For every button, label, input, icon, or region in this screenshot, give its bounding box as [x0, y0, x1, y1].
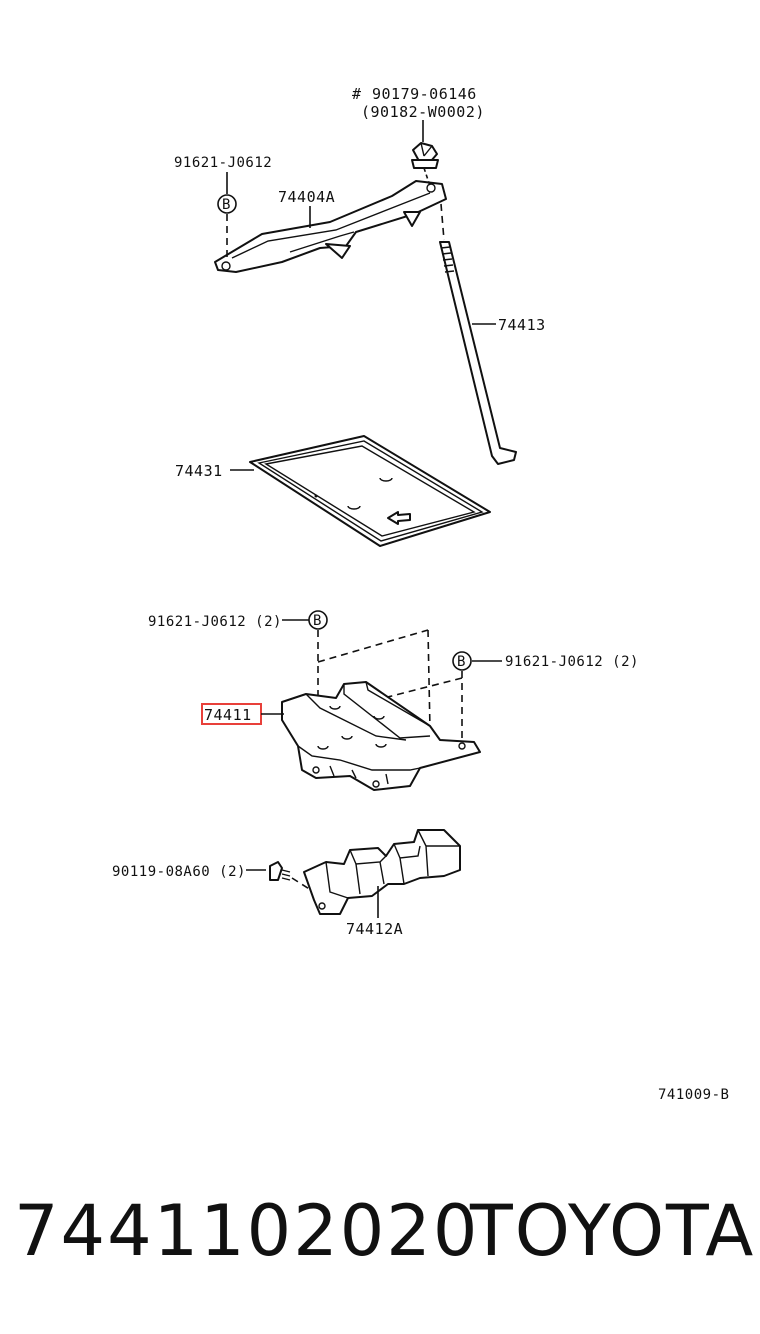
tray-label: 74431	[175, 462, 223, 480]
clamp-label: 74404A	[278, 188, 335, 206]
carrier-clip-left-label: 91621-J0612 (2)	[148, 614, 282, 630]
nut-alt-part-number: (90182-W0002)	[361, 103, 485, 121]
clip-top-label: 91621-J0612	[174, 155, 272, 171]
clip-b-letter-right: B	[457, 654, 466, 670]
bolt-label: 90119-08A60 (2)	[112, 864, 246, 880]
nut-label-mark: #	[352, 85, 362, 103]
footer-brand: TOYOTA	[469, 1190, 755, 1272]
clip-b-marker-left	[308, 610, 328, 630]
clip-b-marker-top	[217, 194, 237, 214]
carrier-label: 74411	[204, 706, 252, 724]
clip-b-letter-left: B	[313, 613, 322, 629]
bracket-label: 74412A	[346, 920, 403, 938]
rod-label: 74413	[498, 316, 546, 334]
footer-part-number: 7441102020	[14, 1190, 479, 1272]
clip-b-marker-right	[452, 651, 472, 671]
nut-part	[411, 142, 439, 169]
nut-part-number: 90179-06146	[372, 85, 477, 103]
bolt-part	[269, 861, 291, 881]
carrier-clip-right-label: 91621-J0612 (2)	[505, 654, 639, 670]
clip-b-letter-top: B	[222, 197, 231, 213]
battery-tray-part	[249, 435, 491, 547]
bracket-part	[303, 829, 461, 915]
battery-clamp-part	[214, 180, 447, 273]
battery-carrier-part	[281, 681, 481, 791]
hold-down-rod-part	[439, 203, 517, 465]
diagram-code: 741009-B	[658, 1087, 729, 1103]
